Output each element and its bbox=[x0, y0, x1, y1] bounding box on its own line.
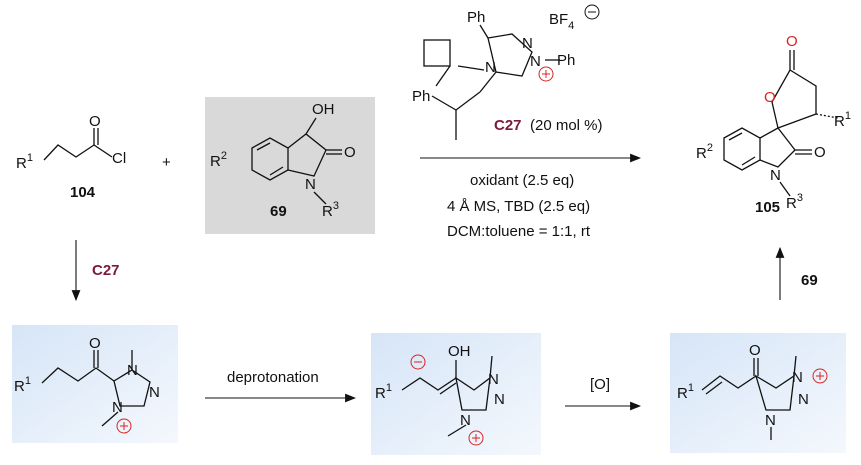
intermediate-3-box bbox=[670, 333, 846, 453]
phenyl-left: Ph bbox=[412, 88, 430, 105]
svg-text:R1: R1 bbox=[375, 382, 392, 402]
svg-text:R2: R2 bbox=[696, 142, 713, 162]
svg-text:OH: OH bbox=[448, 343, 471, 360]
compound-105-label: 105 bbox=[755, 199, 780, 216]
svg-text:N: N bbox=[485, 59, 496, 76]
conditions-line-1: oxidant (2.5 eq) bbox=[470, 172, 574, 189]
svg-text:N: N bbox=[530, 53, 541, 70]
step-oxidation-label: [O] bbox=[590, 376, 610, 393]
intermediate-1-box bbox=[12, 325, 178, 443]
conditions-line-3: DCM:toluene = 1:1, rt bbox=[447, 223, 591, 240]
catalyst-name: C27 bbox=[494, 117, 522, 134]
conditions-line-2: 4 Å MS, TBD (2.5 eq) bbox=[447, 198, 590, 215]
intermediate-enolate: R1 OH N N N bbox=[371, 333, 541, 455]
svg-text:N: N bbox=[765, 412, 776, 429]
svg-text:R1: R1 bbox=[14, 375, 31, 395]
svg-text:N: N bbox=[798, 391, 809, 408]
svg-text:N: N bbox=[460, 412, 471, 429]
intermediate-unsaturated-acyl-azolium: R1 O N N N bbox=[670, 333, 846, 453]
lactam-nitrogen: N bbox=[305, 176, 316, 193]
svg-text:N: N bbox=[488, 371, 499, 388]
plus-sign: + bbox=[162, 154, 171, 171]
intermediate-acyl-azolium: R1 O N N N bbox=[12, 325, 178, 443]
svg-text:R3: R3 bbox=[786, 192, 803, 212]
chloride-label: Cl bbox=[112, 150, 126, 167]
svg-text:O: O bbox=[764, 89, 776, 106]
svg-text:R3: R3 bbox=[322, 200, 339, 220]
svg-text:N: N bbox=[792, 369, 803, 386]
catalyst-c27: Ph BF4 N N N Ph Ph C27 (20 mol %) bbox=[412, 4, 603, 140]
svg-text:N: N bbox=[149, 384, 160, 401]
step-up-label: 69 bbox=[801, 272, 818, 289]
lactam-oxygen: O bbox=[344, 144, 356, 161]
svg-text:N: N bbox=[127, 362, 138, 379]
hydroxyl-label: OH bbox=[312, 101, 335, 118]
svg-text:N: N bbox=[522, 35, 533, 52]
svg-text:N: N bbox=[770, 167, 781, 184]
svg-text:O: O bbox=[89, 335, 101, 352]
svg-text:O: O bbox=[786, 33, 798, 50]
intermediate-2-box bbox=[371, 333, 541, 455]
reagent-104: R1 O Cl 104 bbox=[16, 113, 126, 201]
phenyl-top: Ph bbox=[467, 9, 485, 26]
product-105: R2 N O R3 O O R1 105 bbox=[696, 33, 851, 216]
svg-text:N: N bbox=[112, 399, 123, 416]
compound-69-label: 69 bbox=[270, 203, 287, 220]
phenyl-right: Ph bbox=[557, 52, 575, 69]
svg-text:R1: R1 bbox=[677, 382, 694, 402]
reagent-69: R2 OH O N R3 69 bbox=[205, 97, 375, 234]
r1-label: R1 bbox=[16, 152, 33, 172]
step-down-label: C27 bbox=[92, 262, 120, 279]
step-deprotonation-label: deprotonation bbox=[227, 369, 319, 386]
svg-text:R1: R1 bbox=[834, 110, 851, 130]
catalyst-loading: (20 mol %) bbox=[530, 117, 603, 134]
carbonyl-oxygen: O bbox=[89, 113, 101, 130]
svg-text:N: N bbox=[494, 391, 505, 408]
svg-text:BF4: BF4 bbox=[549, 11, 574, 32]
compound-104-label: 104 bbox=[70, 184, 96, 201]
svg-text:O: O bbox=[749, 342, 761, 359]
svg-text:O: O bbox=[814, 144, 826, 161]
reagent-69-box bbox=[205, 97, 375, 234]
svg-text:R2: R2 bbox=[210, 150, 227, 170]
